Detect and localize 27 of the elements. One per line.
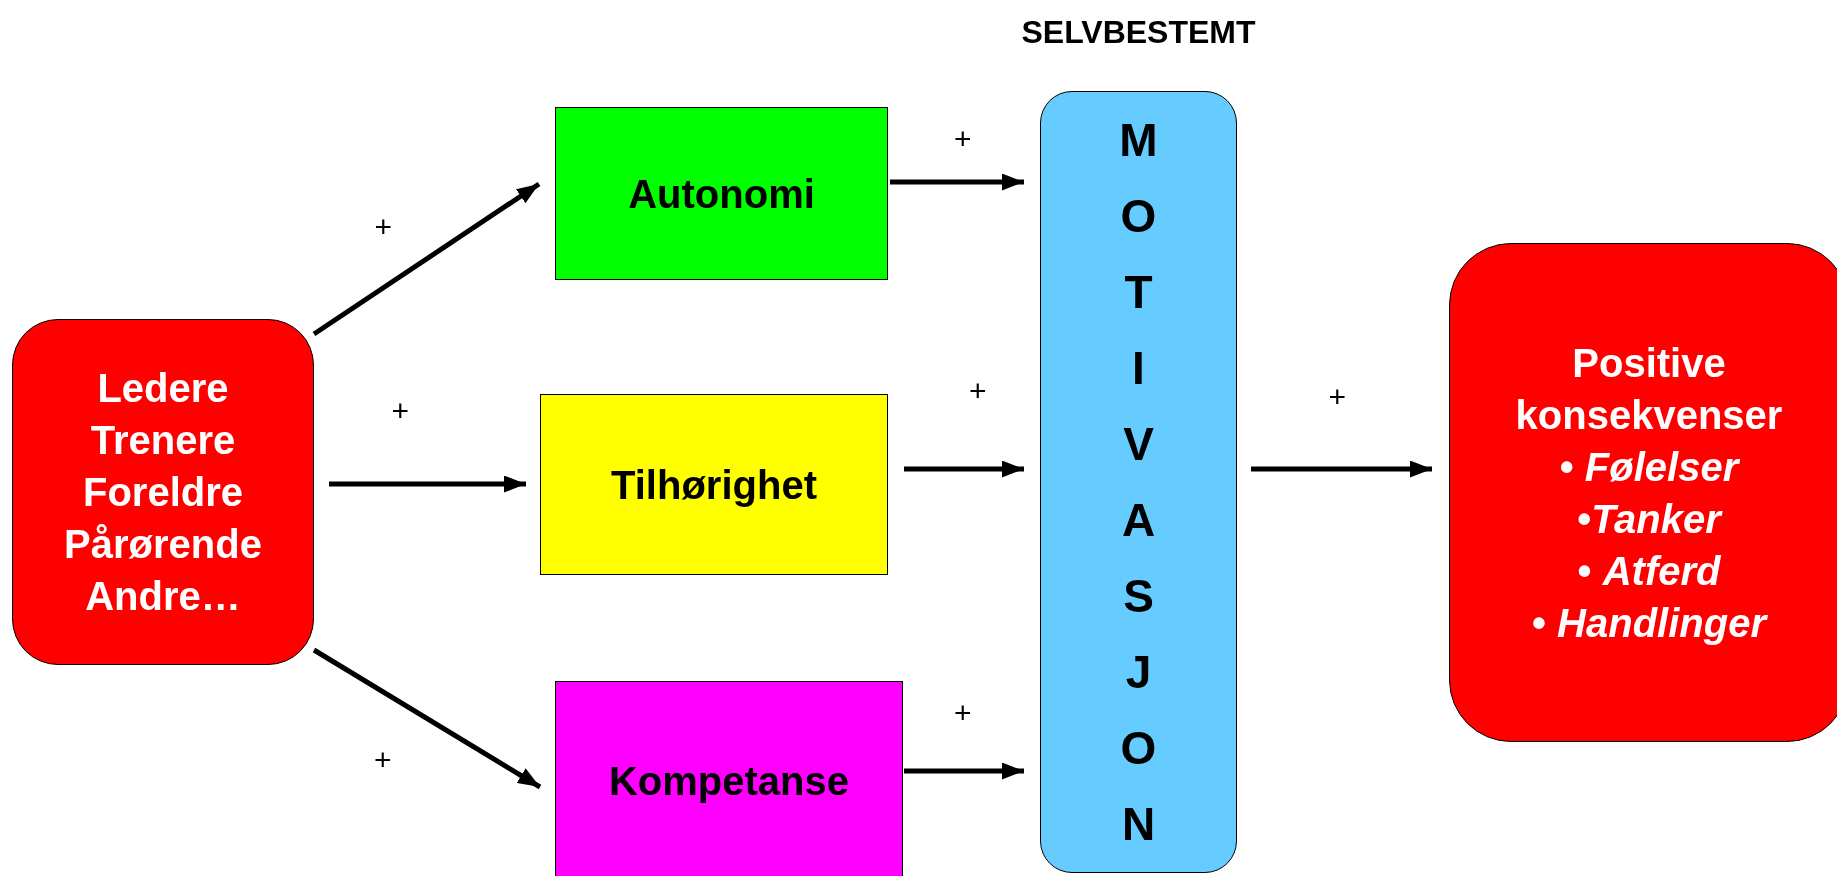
rounded-box [555,681,903,876]
rounded-box [540,394,888,575]
box-heading: Positive konsekvenser [1514,339,1784,439]
arrow [312,647,542,790]
vertical-label: MOTIVASJON [1118,113,1159,852]
bullet-item: • Atferd [1576,547,1722,595]
arrow [890,173,1024,191]
box-label: Ledere [97,365,229,412]
bullet-item: • Handlinger [1532,599,1766,647]
bullet-item: • Følelser [1558,443,1741,491]
box-label: Pårørende [64,521,262,568]
rounded-box [555,107,888,280]
box-label: Andre… [85,573,241,620]
arrow [904,762,1024,780]
arrow [329,475,526,493]
box-label: Tilhørighet [611,461,817,509]
bullet-item: •Tanker [1576,495,1724,543]
rounded-box [1449,243,1837,742]
box-label: Kompetanse [608,758,850,805]
heading: SELVBESTEMT [1021,14,1256,51]
arrow [1251,460,1432,478]
box-label: Trenere [90,417,236,464]
box-label: Foreldre [82,469,243,516]
rounded-box [12,319,314,665]
arrow [904,460,1024,478]
arrow [312,181,541,337]
box-label: Autonomi [628,170,815,218]
